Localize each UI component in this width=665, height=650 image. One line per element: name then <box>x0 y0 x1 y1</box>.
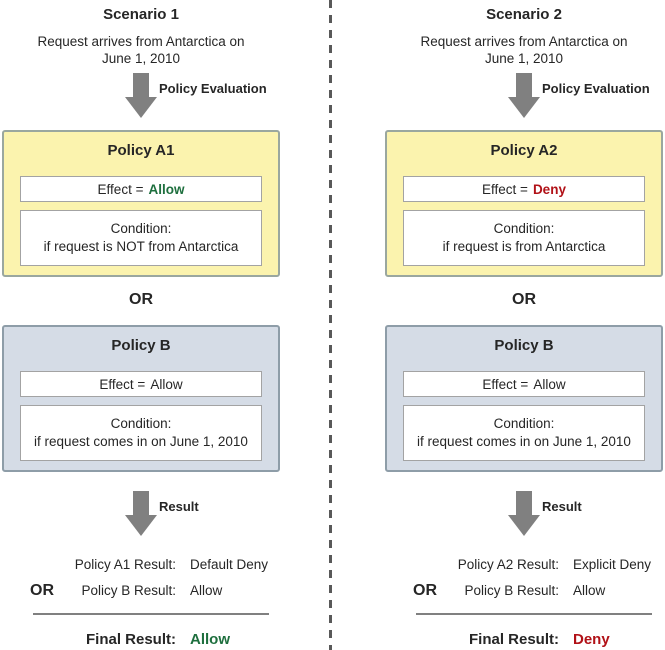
condition-box: Condition: if request is from Antarctica <box>403 210 645 266</box>
down-arrow-icon <box>508 491 540 536</box>
condition-label: Condition: <box>110 416 172 431</box>
effect-label: Effect = <box>482 376 529 392</box>
results-divider-line <box>33 613 269 615</box>
policy-b-box: Policy B Effect = Allow Condition: if re… <box>2 325 280 472</box>
scenario-title: Scenario 2 <box>486 6 562 23</box>
effect-value: Allow <box>533 376 566 392</box>
effect-label: Effect = <box>482 181 528 197</box>
condition-text: if request is from Antarctica <box>442 239 606 254</box>
policy-a-box: Policy A2 Effect = Deny Condition: if re… <box>385 130 663 277</box>
policy-evaluation-label: Policy Evaluation <box>542 81 650 96</box>
arrow-head <box>125 97 157 118</box>
result-label: Result <box>159 499 199 514</box>
scenario-1-column: Scenario 1 Request arrives from Antarcti… <box>2 0 280 648</box>
result-row-label: Policy A2 Result: <box>457 557 559 572</box>
arrow-head <box>508 97 540 118</box>
effect-box: Effect = Allow <box>20 371 262 397</box>
condition-label: Condition: <box>493 416 555 431</box>
down-arrow-icon <box>508 73 540 118</box>
down-arrow-icon <box>125 73 157 118</box>
policy-evaluation-label: Policy Evaluation <box>159 81 267 96</box>
condition-label: Condition: <box>110 221 172 236</box>
effect-value: Allow <box>150 376 183 392</box>
effect-label: Effect = <box>99 376 146 392</box>
arrow-shaft <box>133 73 149 97</box>
effect-value: Allow <box>148 181 185 197</box>
result-arrow-block: Result <box>2 491 280 537</box>
policy-b-box: Policy B Effect = Allow Condition: if re… <box>385 325 663 472</box>
result-row-label: Policy A1 Result: <box>74 557 176 572</box>
arrow-head <box>125 515 157 536</box>
result-row-label: Policy B Result: <box>81 583 176 598</box>
result-label: Result <box>542 499 582 514</box>
or-operator: OR <box>413 582 437 599</box>
effect-label: Effect = <box>97 181 144 197</box>
down-arrow-icon <box>125 491 157 536</box>
effect-box: Effect = Allow <box>20 176 262 202</box>
effect-value: Deny <box>532 181 566 197</box>
results-table: Policy A2 Result: Explicit Deny OR Polic… <box>385 556 663 648</box>
condition-box: Condition: if request comes in on June 1… <box>20 405 262 461</box>
result-arrow-block: Result <box>385 491 663 537</box>
request-text: Request arrives from Antarctica on June … <box>37 34 245 66</box>
or-separator: OR <box>129 291 153 308</box>
condition-box: Condition: if request is NOT from Antarc… <box>20 210 262 266</box>
condition-text: if request is NOT from Antarctica <box>43 239 239 254</box>
request-text: Request arrives from Antarctica on June … <box>420 34 628 66</box>
policy-a-box: Policy A1 Effect = Allow Condition: if r… <box>2 130 280 277</box>
policy-evaluation-arrow-block: Policy Evaluation <box>2 73 280 119</box>
policy-box-title: Policy B <box>111 337 171 354</box>
effect-box: Effect = Allow <box>403 371 645 397</box>
scenario-title: Scenario 1 <box>103 6 179 23</box>
result-row-value: Default Deny <box>190 557 269 572</box>
final-result-label: Final Result: <box>468 631 559 648</box>
condition-text: if request comes in on June 1, 2010 <box>34 434 248 449</box>
or-separator: OR <box>512 291 536 308</box>
results-divider-line <box>416 613 652 615</box>
policy-evaluation-arrow-block: Policy Evaluation <box>385 73 663 119</box>
final-result-value: Allow <box>190 631 230 648</box>
policy-box-title: Policy B <box>494 337 554 354</box>
scenario-2-column: Scenario 2 Request arrives from Antarcti… <box>385 0 663 648</box>
result-row-value: Explicit Deny <box>573 557 652 572</box>
arrow-shaft <box>133 491 149 515</box>
scenario-divider-dashed-line <box>329 0 332 650</box>
result-row-label: Policy B Result: <box>464 583 559 598</box>
arrow-shaft <box>516 73 532 97</box>
condition-box: Condition: if request comes in on June 1… <box>403 405 645 461</box>
arrow-head <box>508 515 540 536</box>
effect-box: Effect = Deny <box>403 176 645 202</box>
condition-text: if request comes in on June 1, 2010 <box>417 434 631 449</box>
final-result-label: Final Result: <box>85 631 176 648</box>
or-operator: OR <box>30 582 54 599</box>
condition-label: Condition: <box>493 221 555 236</box>
policy-box-title: Policy A2 <box>490 142 558 159</box>
policy-box-title: Policy A1 <box>107 142 175 159</box>
results-table: Policy A1 Result: Default Deny OR Policy… <box>2 556 280 648</box>
result-row-value: Allow <box>573 583 606 598</box>
arrow-shaft <box>516 491 532 515</box>
final-result-value: Deny <box>573 631 610 648</box>
result-row-value: Allow <box>190 583 223 598</box>
